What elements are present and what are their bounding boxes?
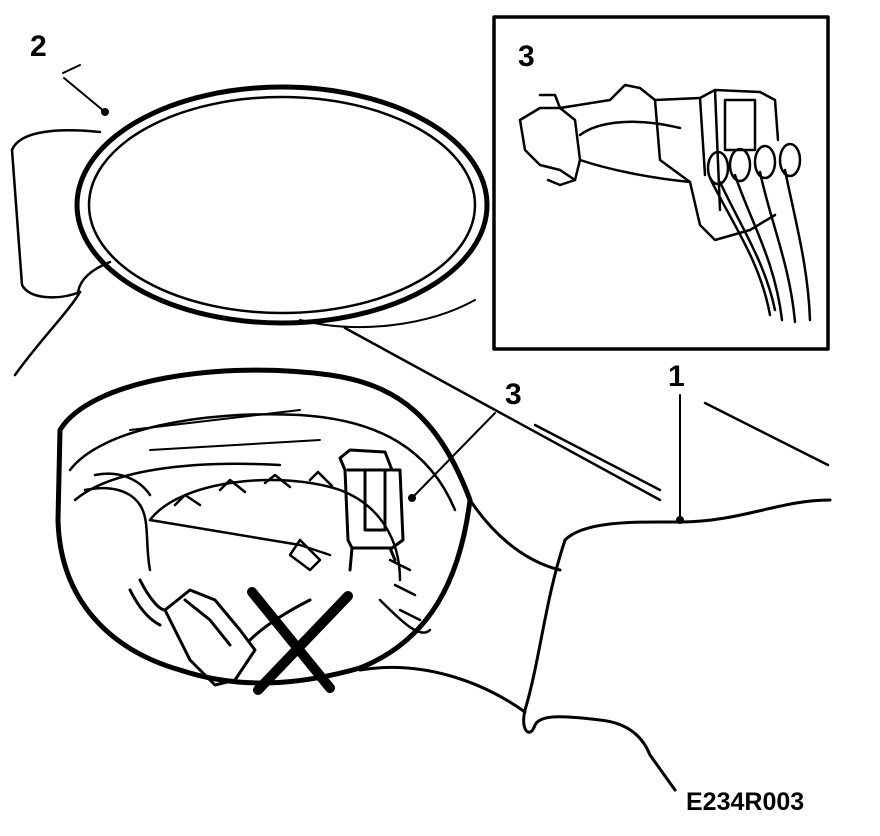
callout-inset-connector: 3 xyxy=(518,40,535,73)
leader-line-3 xyxy=(408,412,496,502)
inset-connector xyxy=(518,83,812,324)
filler-neck xyxy=(358,498,832,792)
pump-assembly xyxy=(83,470,432,634)
callout-connector: 3 xyxy=(505,378,522,411)
figure-code: E234R003 xyxy=(686,788,805,816)
callout-fuel-cap: 2 xyxy=(30,30,47,63)
fuel-cap xyxy=(74,84,490,328)
leader-line-2 xyxy=(62,64,109,116)
leader-line-1 xyxy=(676,394,684,524)
tank-opening xyxy=(55,367,473,686)
callout-filler: 1 xyxy=(668,360,685,393)
body-panel-outline xyxy=(10,129,830,502)
inset-frame xyxy=(492,15,830,351)
tank-connector xyxy=(338,448,405,572)
do-not-disconnect-cross-icon xyxy=(247,587,353,695)
